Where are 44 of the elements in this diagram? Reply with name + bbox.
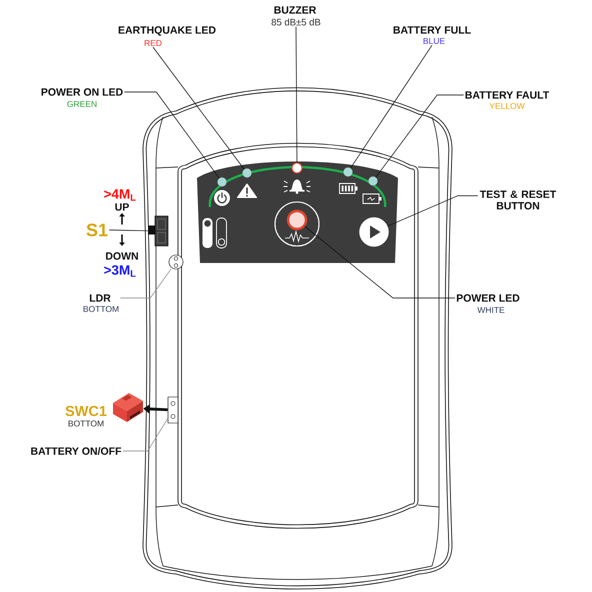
leader-line	[304, 226, 456, 298]
slide-switch	[148, 216, 168, 246]
led-color-note: GREEN	[67, 101, 96, 107]
led-color-note: YELLOW	[489, 103, 525, 109]
light-sensor	[168, 254, 184, 270]
led-color-note: RED	[144, 40, 162, 46]
direction-label: DOWN	[106, 252, 138, 260]
leader-line	[124, 92, 220, 179]
led-dot	[291, 162, 303, 174]
leader-line	[296, 26, 298, 163]
led-color-note: BLUE	[424, 38, 445, 44]
play-button	[359, 217, 389, 247]
led-dot	[217, 177, 227, 187]
callout-label: EARTHQUAKE LED	[118, 26, 216, 36]
callout-label: BUZZER	[274, 6, 316, 14]
direction-label: UP	[115, 203, 129, 211]
callout-label: BATTERY FULL	[394, 26, 471, 34]
sound-level-note: 85 dB±5 dB	[272, 18, 320, 26]
jumper-socket	[168, 396, 178, 424]
led-dot	[242, 168, 252, 178]
leader-line	[122, 418, 168, 452]
callout-label: BATTERY ON/OFF	[31, 447, 122, 455]
jumper-label: SWC1	[65, 406, 107, 416]
leader-line	[387, 195, 478, 227]
location-note: BOTTOM	[68, 420, 104, 426]
callout-label: LDR	[90, 294, 111, 302]
callout-label: TEST & RESET BUTTON	[480, 190, 556, 210]
callout-label: POWER LED	[456, 294, 520, 302]
location-note: BOTTOM	[84, 306, 118, 312]
leader-line	[350, 44, 432, 168]
callout-label: BATTERY FAULT	[466, 91, 550, 99]
leader-line	[120, 268, 172, 298]
led-dot	[343, 167, 353, 177]
leader-line	[108, 230, 148, 232]
led-color-note: WHITE	[477, 307, 504, 313]
leader-line	[152, 46, 245, 170]
led-dot	[368, 176, 378, 186]
jumper-picture	[113, 393, 143, 422]
led-dot	[286, 210, 308, 230]
callout-label: POWER ON LED	[42, 88, 123, 96]
leader-line	[375, 94, 464, 178]
threshold-label: >4M$_{L}$	[104, 189, 136, 201]
threshold-label: >3M$_{L}$	[104, 265, 136, 277]
switch-label: S1	[86, 224, 108, 236]
